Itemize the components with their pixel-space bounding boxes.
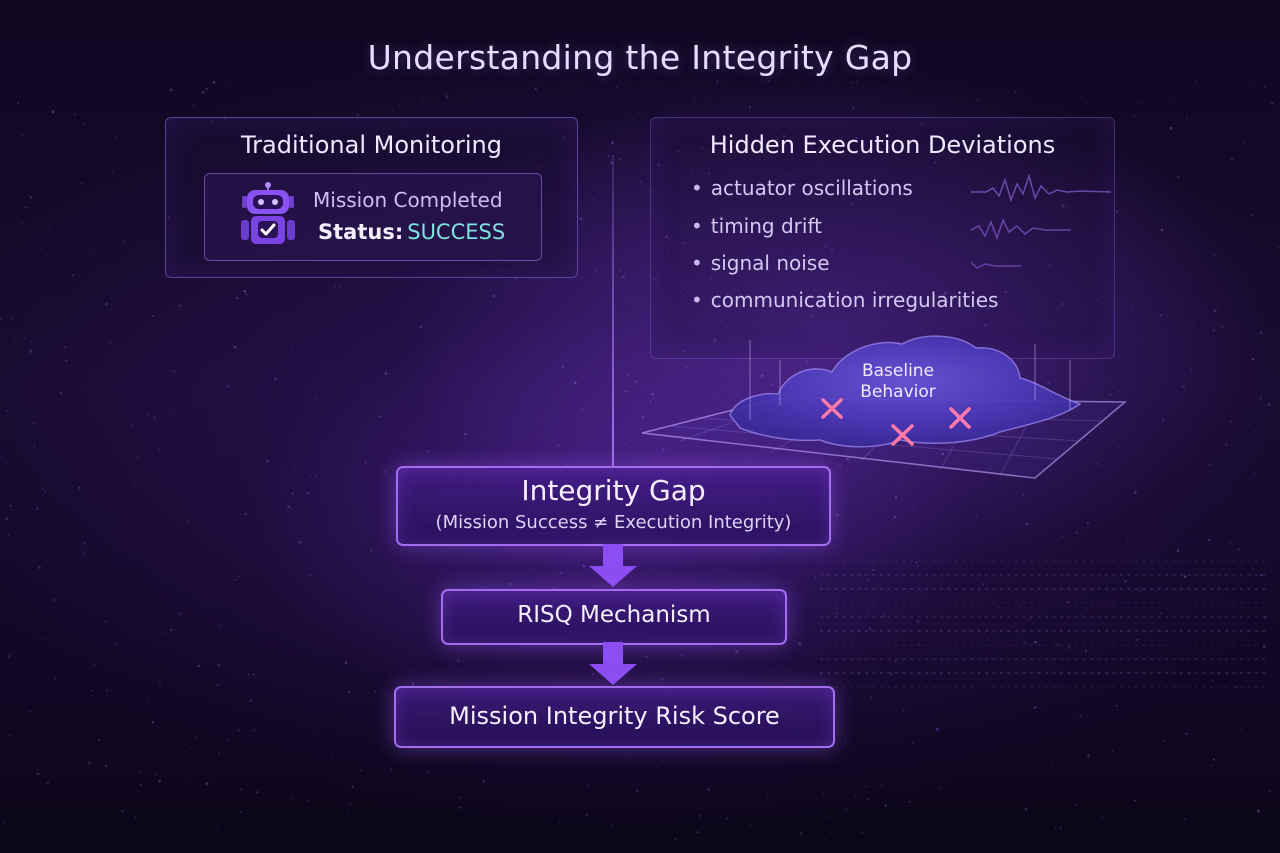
status-label: Status: — [318, 220, 404, 244]
anomaly-marker-icon — [949, 407, 971, 429]
risq-mechanism-label: RISQ Mechanism — [517, 602, 711, 628]
arrow-down-icon — [589, 642, 637, 685]
signal-waveform-icon — [971, 173, 1111, 269]
mission-completed-text: Mission Completed — [313, 188, 503, 212]
baseline-label-line1: Baseline — [862, 361, 934, 381]
deviation-item: •signal noise — [691, 251, 830, 275]
baseline-label-line2: Behavior — [860, 382, 936, 402]
anomaly-marker-icon — [821, 398, 843, 419]
hidden-deviations-heading: Hidden Execution Deviations — [709, 131, 1056, 159]
risk-score-label: Mission Integrity Risk Score — [449, 702, 780, 730]
mission-status-card: Mission Completed Status:SUCCESS — [204, 173, 542, 261]
baseline-cloud — [729, 335, 1082, 448]
integrity-gap-box: Integrity Gap (Mission Success ≠ Executi… — [396, 466, 831, 546]
robot-check-icon — [241, 182, 295, 244]
bullet-icon: • — [691, 176, 703, 200]
risq-mechanism-box: RISQ Mechanism — [441, 589, 787, 645]
connector-line — [612, 155, 614, 467]
risk-score-box: Mission Integrity Risk Score — [394, 686, 835, 748]
status-badge: SUCCESS — [407, 220, 506, 244]
arrow-down-icon — [589, 544, 637, 587]
traditional-monitoring-panel: Traditional Monitoring Mission Completed… — [165, 117, 578, 278]
page-title: Understanding the Integrity Gap — [367, 38, 913, 77]
traditional-monitoring-heading: Traditional Monitoring — [241, 131, 502, 159]
deviation-item: •timing drift — [691, 214, 822, 238]
bullet-icon: • — [691, 214, 703, 238]
deviation-item: •communication irregularities — [691, 288, 999, 312]
deviation-item: •actuator oscillations — [691, 176, 913, 200]
integrity-gap-title: Integrity Gap — [521, 474, 706, 507]
integrity-gap-subtitle: (Mission Success ≠ Execution Integrity) — [435, 512, 792, 533]
hidden-deviations-panel: Hidden Execution Deviations •actuator os… — [650, 117, 1115, 359]
anomaly-marker-icon — [891, 424, 914, 446]
bullet-icon: • — [691, 288, 703, 312]
bullet-icon: • — [691, 251, 703, 275]
baseline-behavior-visual: Baseline Behavior — [641, 335, 1128, 479]
status-line: Status:SUCCESS — [318, 220, 505, 244]
